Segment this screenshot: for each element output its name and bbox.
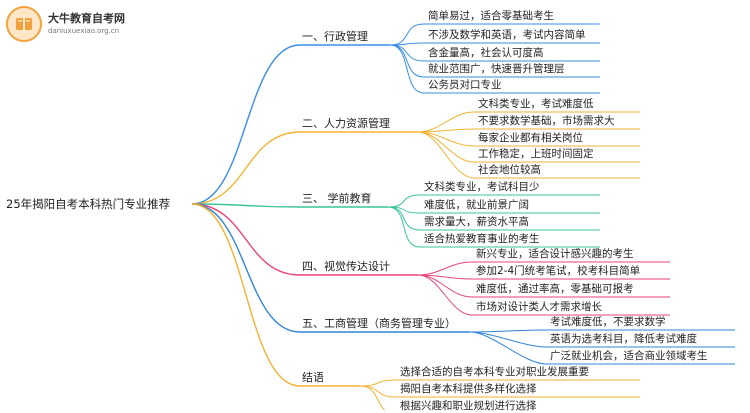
branch-connector <box>191 203 301 387</box>
leaf-connector <box>417 274 473 316</box>
leaf-connector <box>417 261 473 276</box>
leaf-connector <box>389 44 425 94</box>
leaf-label: 根据兴趣和职业规划进行选择 <box>400 400 537 412</box>
leaf-label: 参加2-4门统考笔试，校考科目简单 <box>476 265 641 277</box>
leaf-connector <box>389 44 425 62</box>
branch-label: 三、 学前教育 <box>302 192 372 205</box>
leaf-connector <box>417 131 475 179</box>
branch-label: 一、行政管理 <box>302 30 368 43</box>
leaf-label: 文科类专业，考试难度低 <box>478 98 594 110</box>
leaf-label: 难度低，就业前景广阔 <box>424 199 529 211</box>
leaf-connector <box>359 385 397 398</box>
leaf-connector <box>359 379 397 387</box>
branch-label: 五、工商管理（商务管理专业） <box>302 317 456 330</box>
leaf-label: 需求量大，薪资水平高 <box>424 216 529 228</box>
leaf-label: 考试难度低，不要求数学 <box>550 316 666 328</box>
leaf-label: 文科类专业，考试科目少 <box>424 181 540 193</box>
root-topic: 25年揭阳自考本科热门专业推荐 <box>6 197 171 211</box>
leaf-label: 英语为选考科目，降低考试难度 <box>550 333 697 345</box>
branch-connector <box>191 203 301 208</box>
leaf-label: 广泛就业机会，适合商业领域考生 <box>550 350 708 362</box>
leaf-label: 社会地位较高 <box>478 164 541 176</box>
branch-connector <box>191 131 301 205</box>
leaf-connector <box>387 194 421 208</box>
branch-connector <box>191 44 301 205</box>
leaf-label: 难度低，通过率高，零基础可报考 <box>476 283 634 295</box>
leaf-connector <box>359 385 386 410</box>
branch-label: 结语 <box>302 371 324 384</box>
leaf-label: 适合热爱教育事业的考生 <box>424 233 540 245</box>
brand-logo: 大牛教育自考网 daniuxuexiao.org.cn <box>6 6 125 42</box>
brand-url: daniuxuexiao.org.cn <box>48 27 120 35</box>
brand-name: 大牛教育自考网 <box>48 12 125 25</box>
branch-connector <box>191 203 301 276</box>
branch-connector <box>191 203 301 333</box>
book-icon <box>6 6 42 42</box>
leaf-connector <box>469 329 547 333</box>
leaf-label: 不涉及数学和英语，考试内容简单 <box>428 29 586 41</box>
leaf-connector <box>417 131 475 163</box>
leaf-label: 每家企业都有相关岗位 <box>478 132 583 144</box>
leaf-label: 含金量高，社会认可度高 <box>428 47 544 59</box>
branch-label: 四、视觉传达设计 <box>302 260 390 273</box>
leaf-label: 不要求数学基础，市场需求大 <box>478 115 615 127</box>
leaf-label: 市场对设计类人才需求增长 <box>476 301 602 313</box>
leaf-label: 新兴专业，适合设计感兴趣的考生 <box>476 248 634 260</box>
leaf-label: 选择合适的自考本科专业对职业发展重要 <box>400 366 589 378</box>
leaf-connector <box>469 331 547 365</box>
leaf-label: 工作稳定，上班时间固定 <box>478 148 594 160</box>
leaf-connector <box>387 206 421 248</box>
leaf-label: 简单易过，适合零基础考生 <box>428 10 554 22</box>
leaf-label: 揭阳自考本科提供多样化选择 <box>400 383 537 395</box>
leaf-label: 就业范围广，快速晋升管理层 <box>428 63 565 75</box>
branch-label: 二、人力资源管理 <box>302 117 390 130</box>
leaf-connector <box>389 42 425 46</box>
leaf-label: 公务员对口专业 <box>428 79 502 91</box>
leaf-connector <box>389 23 425 46</box>
